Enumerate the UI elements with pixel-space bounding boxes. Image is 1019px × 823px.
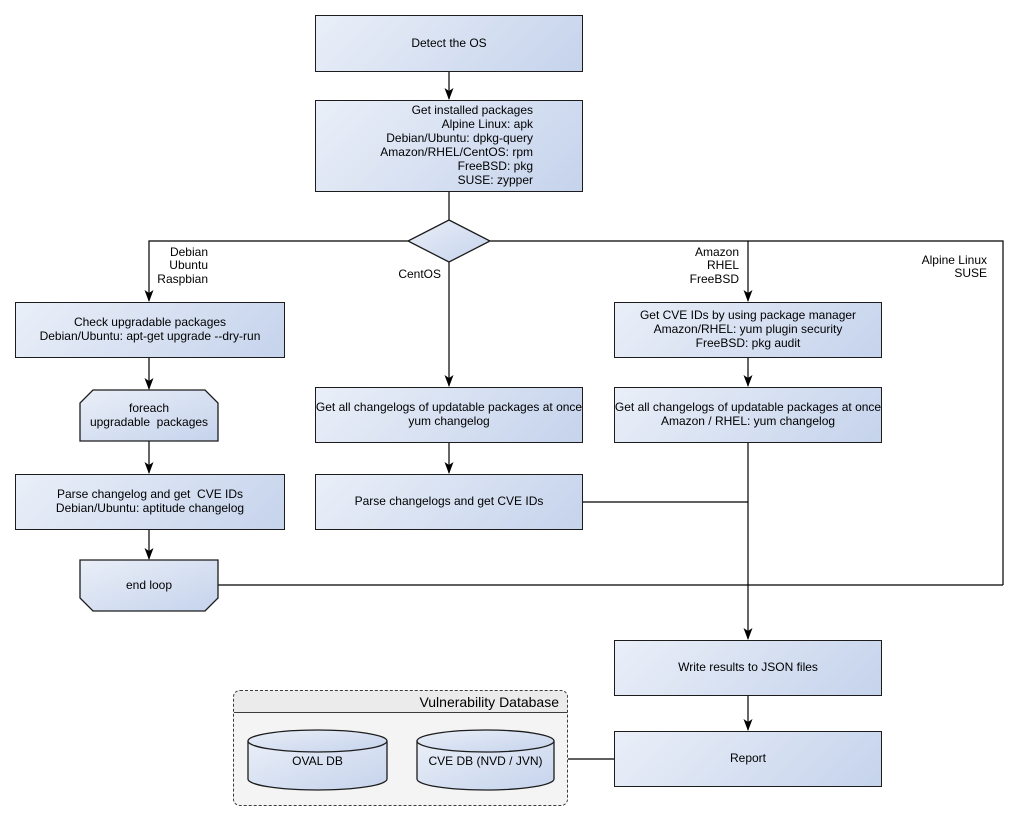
oval-db-cylinder-body xyxy=(247,741,388,791)
node-write-results-json: Write results to JSON files xyxy=(614,640,882,696)
end-loop-label: end loop xyxy=(125,577,173,592)
foreach-loop-label-wrap: foreach upgradable packages xyxy=(80,390,218,441)
cve-db-cylinder-top xyxy=(416,729,555,753)
foreach-loop-label: foreach upgradable packages xyxy=(89,400,209,429)
branch-label-alpine: Alpine Linux SUSE xyxy=(921,253,987,281)
node-detect-os: Detect the OS xyxy=(315,15,583,72)
node-detect-os-label: Detect the OS xyxy=(411,35,487,50)
node-parse-changelogs-centos-label: Parse changelogs and get CVE IDs xyxy=(354,494,544,509)
branch-label-centos: CentOS xyxy=(398,267,441,281)
cve-db-cylinder-body xyxy=(416,741,555,791)
node-get-changelogs-yum: Get all changelogs of updatable packages… xyxy=(315,387,583,443)
node-report: Report xyxy=(614,731,882,787)
connector-decision-to-right-branch xyxy=(490,240,1004,585)
os-decision-diamond xyxy=(406,219,492,263)
node-get-changelogs-amazon: Get all changelogs of updatable packages… xyxy=(614,387,882,443)
node-report-label: Report xyxy=(729,751,767,766)
foreach-loop-shape xyxy=(79,389,219,442)
end-loop-label-wrap: end loop xyxy=(80,560,218,611)
node-parse-changelog-debian-label: Parse changelog and get CVE IDs Debian/U… xyxy=(55,487,245,515)
vulnerability-database-header: Vulnerability Database xyxy=(234,691,567,713)
node-get-cve-ids-package-manager: Get CVE IDs by using package manager Ama… xyxy=(614,302,882,358)
node-check-upgradable-packages-label: Check upgradable packages Debian/Ubuntu:… xyxy=(39,315,261,343)
branch-label-debian: Debian Ubuntu Raspbian xyxy=(157,245,208,286)
node-get-changelogs-yum-label: Get all changelogs of updatable packages… xyxy=(315,400,583,428)
node-get-cve-ids-package-manager-label: Get CVE IDs by using package manager Ama… xyxy=(639,308,857,350)
node-get-installed-packages-label: Get installed packages Alpine Linux: apk… xyxy=(380,103,533,187)
oval-db-cylinder-top xyxy=(247,729,388,753)
node-parse-changelog-debian: Parse changelog and get CVE IDs Debian/U… xyxy=(15,474,285,530)
node-write-results-json-label: Write results to JSON files xyxy=(678,660,818,675)
node-get-installed-packages: Get installed packages Alpine Linux: apk… xyxy=(315,100,583,192)
branch-label-amazon: Amazon RHEL FreeBSD xyxy=(689,245,739,286)
end-loop-shape xyxy=(79,559,219,612)
vulnerability-database-title: Vulnerability Database xyxy=(419,693,559,710)
cve-db-cylinder xyxy=(416,729,555,791)
cve-db-label-wrap: CVE DB (NVD / JVN) xyxy=(417,744,554,780)
node-check-upgradable-packages: Check upgradable packages Debian/Ubuntu:… xyxy=(15,302,285,358)
oval-db-label: OVAL DB xyxy=(292,754,343,769)
oval-db-label-wrap: OVAL DB xyxy=(248,744,387,780)
oval-db-cylinder xyxy=(247,729,388,791)
node-parse-changelogs-centos: Parse changelogs and get CVE IDs xyxy=(315,474,583,530)
node-get-changelogs-amazon-label: Get all changelogs of updatable packages… xyxy=(614,400,882,428)
connector-decision-to-debian-branch xyxy=(144,240,408,302)
cve-db-label: CVE DB (NVD / JVN) xyxy=(428,754,543,769)
